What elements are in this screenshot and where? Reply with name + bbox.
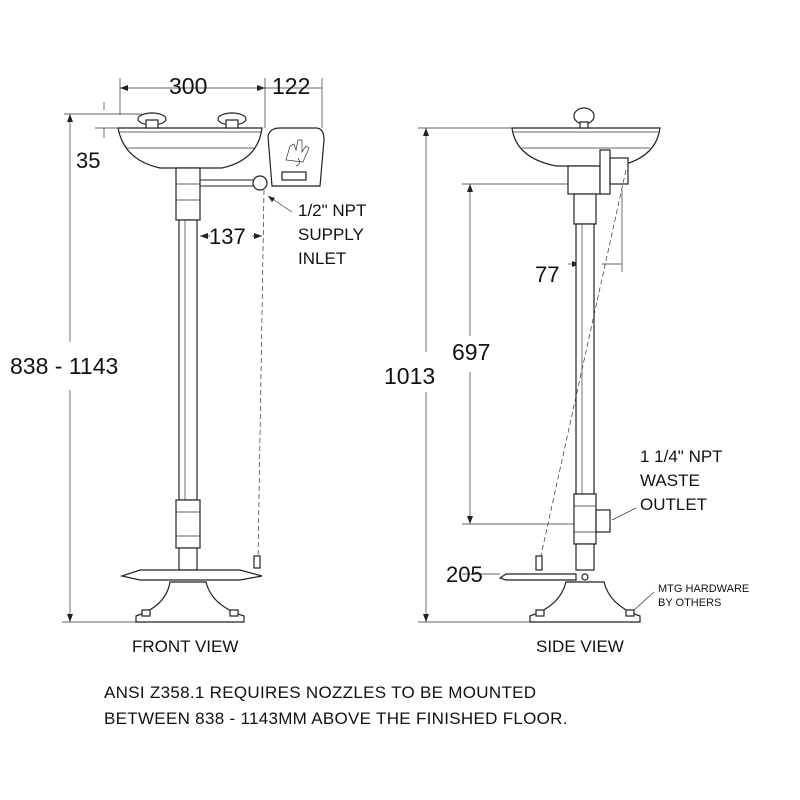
side-column-top [573,193,597,225]
front-foot-pedal [119,569,263,581]
front-column-pipe [178,219,198,501]
front-nozzle-right [217,112,247,129]
waste-outlet-line-1: 1 1/4" NPT [640,447,723,466]
front-pull-chain [253,189,265,569]
mount-range-dimension [62,114,140,623]
side-offset-label: 77 [535,262,559,287]
nozzle-height-label: 35 [76,148,100,173]
side-column-coupling [573,493,597,545]
pipe-offset-dimension [200,233,262,239]
side-view-title: SIDE VIEW [536,637,624,656]
side-bowl [511,127,661,167]
side-foot-pedal [498,573,577,581]
side-nozzle [573,107,595,129]
hand-icon [285,139,310,167]
pedal-height-label: 205 [446,562,483,587]
front-column-coupling [175,499,201,549]
front-view: 300 122 35 838 - 1143 [10,73,366,656]
front-base [135,581,245,623]
waste-outlet-line-3: OUTLET [640,495,707,514]
note-line-2: BETWEEN 838 - 1143MM ABOVE THE FINISHED … [104,709,568,728]
side-column-pipe [575,223,595,495]
offset-right-label: 122 [272,73,310,99]
supply-inlet-line-3: INLET [298,249,346,268]
pipe-offset-label: 137 [209,224,246,249]
note-line-1: ANSI Z358.1 REQUIRES NOZZLES TO BE MOUNT… [104,683,536,702]
bowl-width-label: 300 [169,73,207,99]
side-base [529,581,641,623]
side-pull-chain [535,169,627,571]
mount-range-label: 838 - 1143 [10,353,118,379]
front-column-top [175,167,201,221]
bowl-width-dimension [119,78,266,128]
supply-inlet-line-1: 1/2" NPT [298,201,366,220]
front-nozzle-left [137,112,167,129]
side-valve-body [567,165,601,195]
mtg-hardware-line-1: MTG HARDWARE [658,583,749,595]
waste-outlet-line-2: WASTE [640,471,700,490]
overall-height-label: 1013 [384,363,435,389]
waste-height-label: 697 [452,339,490,365]
offset-right-dimension [265,78,323,128]
front-view-title: FRONT VIEW [132,637,238,656]
side-view: 1013 697 77 [384,107,749,656]
supply-inlet-line-2: SUPPLY [298,225,364,244]
waste-outlet [595,509,611,533]
mtg-hardware-line-2: BY OTHERS [658,597,721,609]
overall-height-dimension [418,127,540,623]
